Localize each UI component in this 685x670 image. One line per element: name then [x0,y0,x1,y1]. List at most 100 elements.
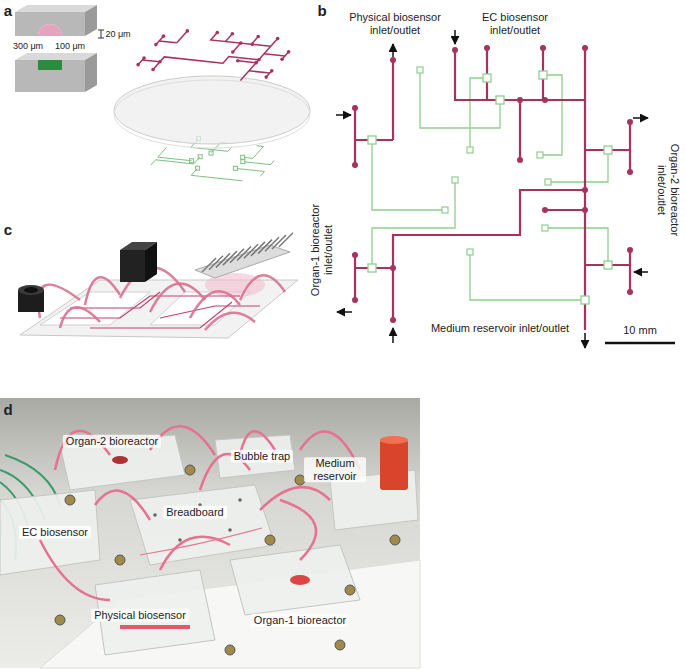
channel-layout [540,45,546,51]
channel-layout [519,100,521,160]
channel-layout [467,249,473,255]
breadboard-disk [196,166,200,170]
channel-layout [604,261,612,269]
platform-render [85,277,120,305]
platform-photo [120,625,190,629]
breadboard-disk [264,54,285,56]
channel-illustration [101,30,102,38]
channel-layout [484,45,490,51]
platform-photo [265,535,275,545]
platform-photo [290,575,310,585]
channel-layout [582,187,588,193]
breadboard-disk [151,139,275,181]
channel-layout [455,50,585,100]
channel-layout [392,328,394,343]
port-label: Organ-2 bioreactor inlet/outlet [655,136,680,244]
channel-layout [352,252,358,258]
breadboard-disk [162,34,166,38]
scale-label: 10 mm [623,324,657,337]
platform-photo [160,537,230,570]
breadboard-disk [154,43,158,47]
channel-layout [390,57,396,63]
channel-layout [390,317,396,323]
breadboard-disk [241,155,245,159]
channel-layout [372,73,608,300]
channel-layout [551,154,608,182]
channel-illustration [38,60,62,70]
breadboard-disk [240,39,277,81]
channel-illustration [98,30,104,38]
channel-layout [452,47,458,53]
channel-illustration [85,5,97,36]
channel-layout [352,105,358,111]
channel-layout [584,333,586,348]
platform-render [24,287,38,293]
channel-layout [454,30,456,44]
channel-layout [545,209,585,211]
channel-layout [470,78,483,147]
channel-layout [627,119,633,125]
breadboard-disk [114,76,310,144]
platform-photo [225,645,235,655]
channel-layout [605,342,675,345]
breadboard-disk [114,80,310,148]
platform-photo [178,538,182,542]
channel-layout [393,190,585,320]
channel-illustration [15,60,85,92]
breadboard-disk [151,68,155,72]
platform-photo [380,440,408,490]
platform-render [38,285,80,318]
channel-layout [368,136,376,144]
channel-layout [417,67,423,73]
channel-layout [352,162,358,168]
platform-render [60,307,100,328]
platform-photo [65,495,75,505]
photo-label: Organ-1 bioreactor [251,614,349,627]
channel-layout [483,74,491,82]
channel-layout [336,30,675,348]
breadboard-disk [138,31,289,81]
breadboard-disk [276,37,280,41]
channel-layout [627,247,633,253]
channel-layout [581,296,589,304]
platform-photo [230,545,360,615]
dimension-label: 100 μm [55,41,85,51]
platform-photo [238,498,242,502]
channel-layout [604,146,612,154]
breadboard-disk [151,157,200,165]
breadboard-disk [250,43,254,47]
dimension-label: 300 μm [13,41,43,51]
platform-render [18,285,44,295]
photo-label: Medium reservoir [304,457,366,482]
photo-label: Physical biosensor [91,609,189,622]
channel-illustration [15,12,85,36]
channel-illustration [15,53,97,60]
panel-letter: b [317,2,326,19]
breadboard-disk [257,58,261,62]
channel-layout [634,271,648,273]
breadboard-disk [142,56,146,60]
photo-label: EC biosensor [19,526,91,539]
channel-illustration [85,53,97,92]
platform-render [70,292,160,308]
breadboard-disk [177,31,188,43]
breadboard-disk [254,61,258,65]
port-label: Medium reservoir inlet/outlet [431,322,569,335]
channel-layout [633,117,648,119]
channel-layout [352,45,633,323]
channel-layout [582,45,588,51]
breadboard-disk [158,147,192,160]
channel-layout [496,96,504,104]
panel-letter: d [3,401,12,418]
port-label: Physical biosensor inlet/outlet [341,11,449,36]
platform-render [120,250,145,282]
channel-layout [368,264,376,272]
channel-layout [545,179,551,185]
breadboard-disk [198,155,202,159]
platform-photo [40,540,110,600]
breadboard-disk [244,160,274,164]
photo-label: Organ-2 bioreactor [63,435,161,448]
breadboard-disk [159,41,177,43]
channel-illustration [38,24,62,36]
channel-layout [392,60,394,140]
